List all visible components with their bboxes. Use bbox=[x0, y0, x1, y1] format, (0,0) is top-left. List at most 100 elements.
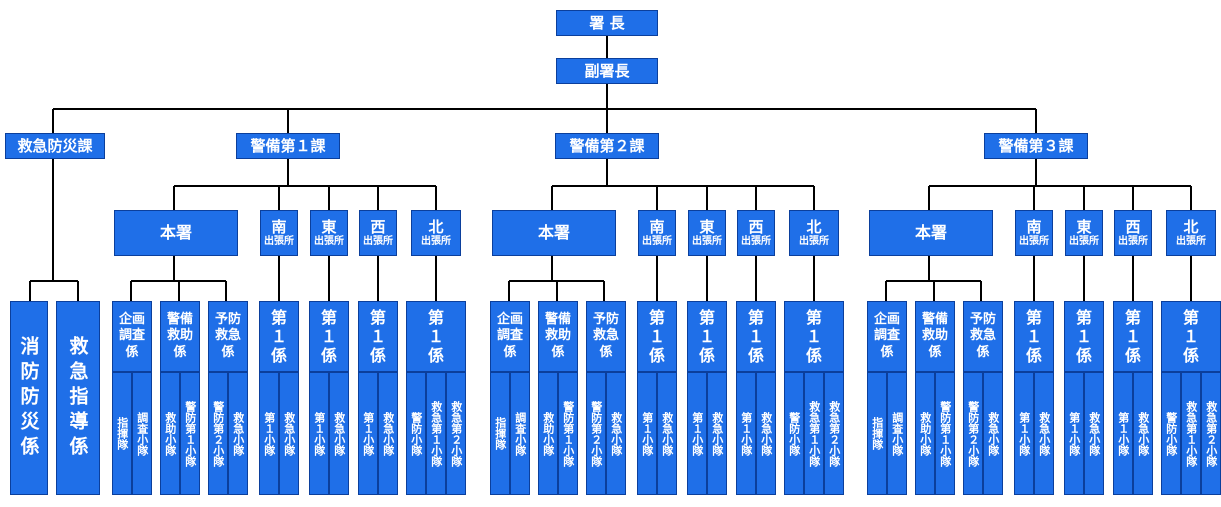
squad-box: 救急第２小隊 bbox=[1201, 372, 1221, 495]
squad-label: 調査小隊 bbox=[135, 411, 149, 456]
squad-label: 救急小隊 bbox=[1037, 411, 1051, 456]
branch-box-3: 北出張所 bbox=[411, 210, 461, 256]
branch-box-1: 東出張所 bbox=[1065, 210, 1103, 256]
dai1-label: 第 bbox=[427, 307, 444, 327]
squad-label: 救急小隊 bbox=[381, 411, 395, 456]
squad-label: 救急小隊 bbox=[282, 411, 296, 456]
kakari-label: 救急 bbox=[969, 328, 996, 344]
squad-box: 警防小隊 bbox=[784, 372, 804, 495]
squad-label: 救助小隊 bbox=[541, 411, 555, 456]
branch-sub-label: 出張所 bbox=[1176, 235, 1206, 247]
squad-label: 救急小隊 bbox=[759, 411, 773, 456]
squad-label: 警防第１小隊 bbox=[183, 400, 197, 467]
section-box-keibi1: 警備第１課 bbox=[236, 133, 340, 159]
branch-name: 南 bbox=[649, 218, 665, 237]
branch-name: 西 bbox=[1125, 218, 1141, 237]
squad-label: 救急第２小隊 bbox=[827, 400, 841, 467]
branch-sub-label: 出張所 bbox=[642, 235, 672, 247]
squad-box: 警防小隊 bbox=[406, 372, 426, 495]
kakari-label: 警備 bbox=[921, 312, 948, 328]
kakari-label: 係 bbox=[599, 344, 613, 360]
branch-name: 東 bbox=[321, 218, 337, 237]
branch-box-2: 西出張所 bbox=[737, 210, 775, 256]
squad-box: 救急小隊 bbox=[329, 372, 349, 495]
honsho-label: 本署 bbox=[914, 223, 947, 242]
squad-box: 救助小隊 bbox=[538, 372, 558, 495]
unit-label: 消防防災係 bbox=[17, 335, 40, 461]
branch-name: 西 bbox=[370, 218, 386, 237]
squad-label: 救急小隊 bbox=[231, 411, 245, 456]
squad-label: 警防小隊 bbox=[787, 411, 801, 456]
kakari-box-keibi_kyujo: 警備救助係 bbox=[160, 301, 200, 372]
squad-label: 救急小隊 bbox=[710, 411, 724, 456]
squad-label: 第１小隊 bbox=[1017, 411, 1031, 456]
branch-name: 北 bbox=[428, 218, 444, 237]
squad-box: 救急小隊 bbox=[657, 372, 677, 495]
dai1-label: １ bbox=[648, 326, 665, 346]
section-box-kyukyu: 救急防災課 bbox=[5, 133, 105, 159]
squad-label: 救急第１小隊 bbox=[807, 400, 821, 467]
squad-label: 警防小隊 bbox=[409, 411, 423, 456]
squad-box: 救急小隊 bbox=[756, 372, 776, 495]
squad-box: 第１小隊 bbox=[309, 372, 329, 495]
branch-box-1: 東出張所 bbox=[688, 210, 726, 256]
squad-box: 調査小隊 bbox=[510, 372, 530, 495]
branch-box-0: 南出張所 bbox=[638, 210, 676, 256]
squad-label: 救急小隊 bbox=[986, 411, 1000, 456]
squad-box: 調査小隊 bbox=[887, 372, 907, 495]
dai1-label: 第 bbox=[1075, 307, 1092, 327]
kakari-label: 救急 bbox=[214, 328, 241, 344]
squad-label: 救急第１小隊 bbox=[1184, 400, 1198, 467]
squad-box: 救助小隊 bbox=[915, 372, 935, 495]
squad-label: 救急小隊 bbox=[1136, 411, 1150, 456]
squad-label: 調査小隊 bbox=[513, 411, 527, 456]
branch-sub-label: 出張所 bbox=[1069, 235, 1099, 247]
branch-sub-label: 出張所 bbox=[421, 235, 451, 247]
chief-label: 署 長 bbox=[589, 13, 625, 32]
dai1-label: 係 bbox=[1075, 346, 1092, 366]
branch-box-2: 西出張所 bbox=[1114, 210, 1152, 256]
dai1-label: 係 bbox=[747, 346, 764, 366]
honsho-box-keibi2: 本署 bbox=[492, 210, 616, 256]
squad-box: 第１小隊 bbox=[1113, 372, 1133, 495]
dai1-label: １ bbox=[369, 326, 386, 346]
kakari-box-keibi_kyujo: 警備救助係 bbox=[915, 301, 955, 372]
kakari-label: 調査 bbox=[118, 328, 145, 344]
squad-label: 第１小隊 bbox=[739, 411, 753, 456]
squad-box: 警防第１小隊 bbox=[180, 372, 200, 495]
branch-sub-label: 出張所 bbox=[363, 235, 393, 247]
squad-box: 救急第１小隊 bbox=[804, 372, 824, 495]
kakari-label: 予防 bbox=[592, 312, 619, 328]
branch-name: 東 bbox=[1076, 218, 1092, 237]
kakari-label: 救助 bbox=[921, 328, 948, 344]
branch-sub-label: 出張所 bbox=[1118, 235, 1148, 247]
section-title: 警備第１課 bbox=[250, 136, 326, 155]
branch-name: 東 bbox=[699, 218, 715, 237]
kakari-box-yobo: 予防救急係 bbox=[963, 301, 1003, 372]
kakari-label: 係 bbox=[503, 344, 517, 360]
squad-box: 救急第１小隊 bbox=[1181, 372, 1201, 495]
kakari-label: 予防 bbox=[969, 312, 996, 328]
honsho-label: 本署 bbox=[159, 223, 192, 242]
branch-sub-label: 出張所 bbox=[264, 235, 294, 247]
squad-box: 警防第２小隊 bbox=[963, 372, 983, 495]
dai1-label: １ bbox=[427, 326, 444, 346]
squad-box: 第１小隊 bbox=[259, 372, 279, 495]
squad-label: 救急第２小隊 bbox=[449, 400, 463, 467]
dai1-label: １ bbox=[1182, 326, 1199, 346]
squad-label: 第１小隊 bbox=[1116, 411, 1130, 456]
honsho-box-keibi3: 本署 bbox=[869, 210, 993, 256]
kakari-box-keibi_kyujo: 警備救助係 bbox=[538, 301, 578, 372]
dai1-label: 第 bbox=[648, 307, 665, 327]
section-title: 救急防災課 bbox=[17, 136, 93, 155]
squad-box: 第１小隊 bbox=[637, 372, 657, 495]
honsho-label: 本署 bbox=[537, 223, 570, 242]
dai1-label: １ bbox=[1075, 326, 1092, 346]
kakari-box-kikaku: 企画調査係 bbox=[867, 301, 907, 372]
